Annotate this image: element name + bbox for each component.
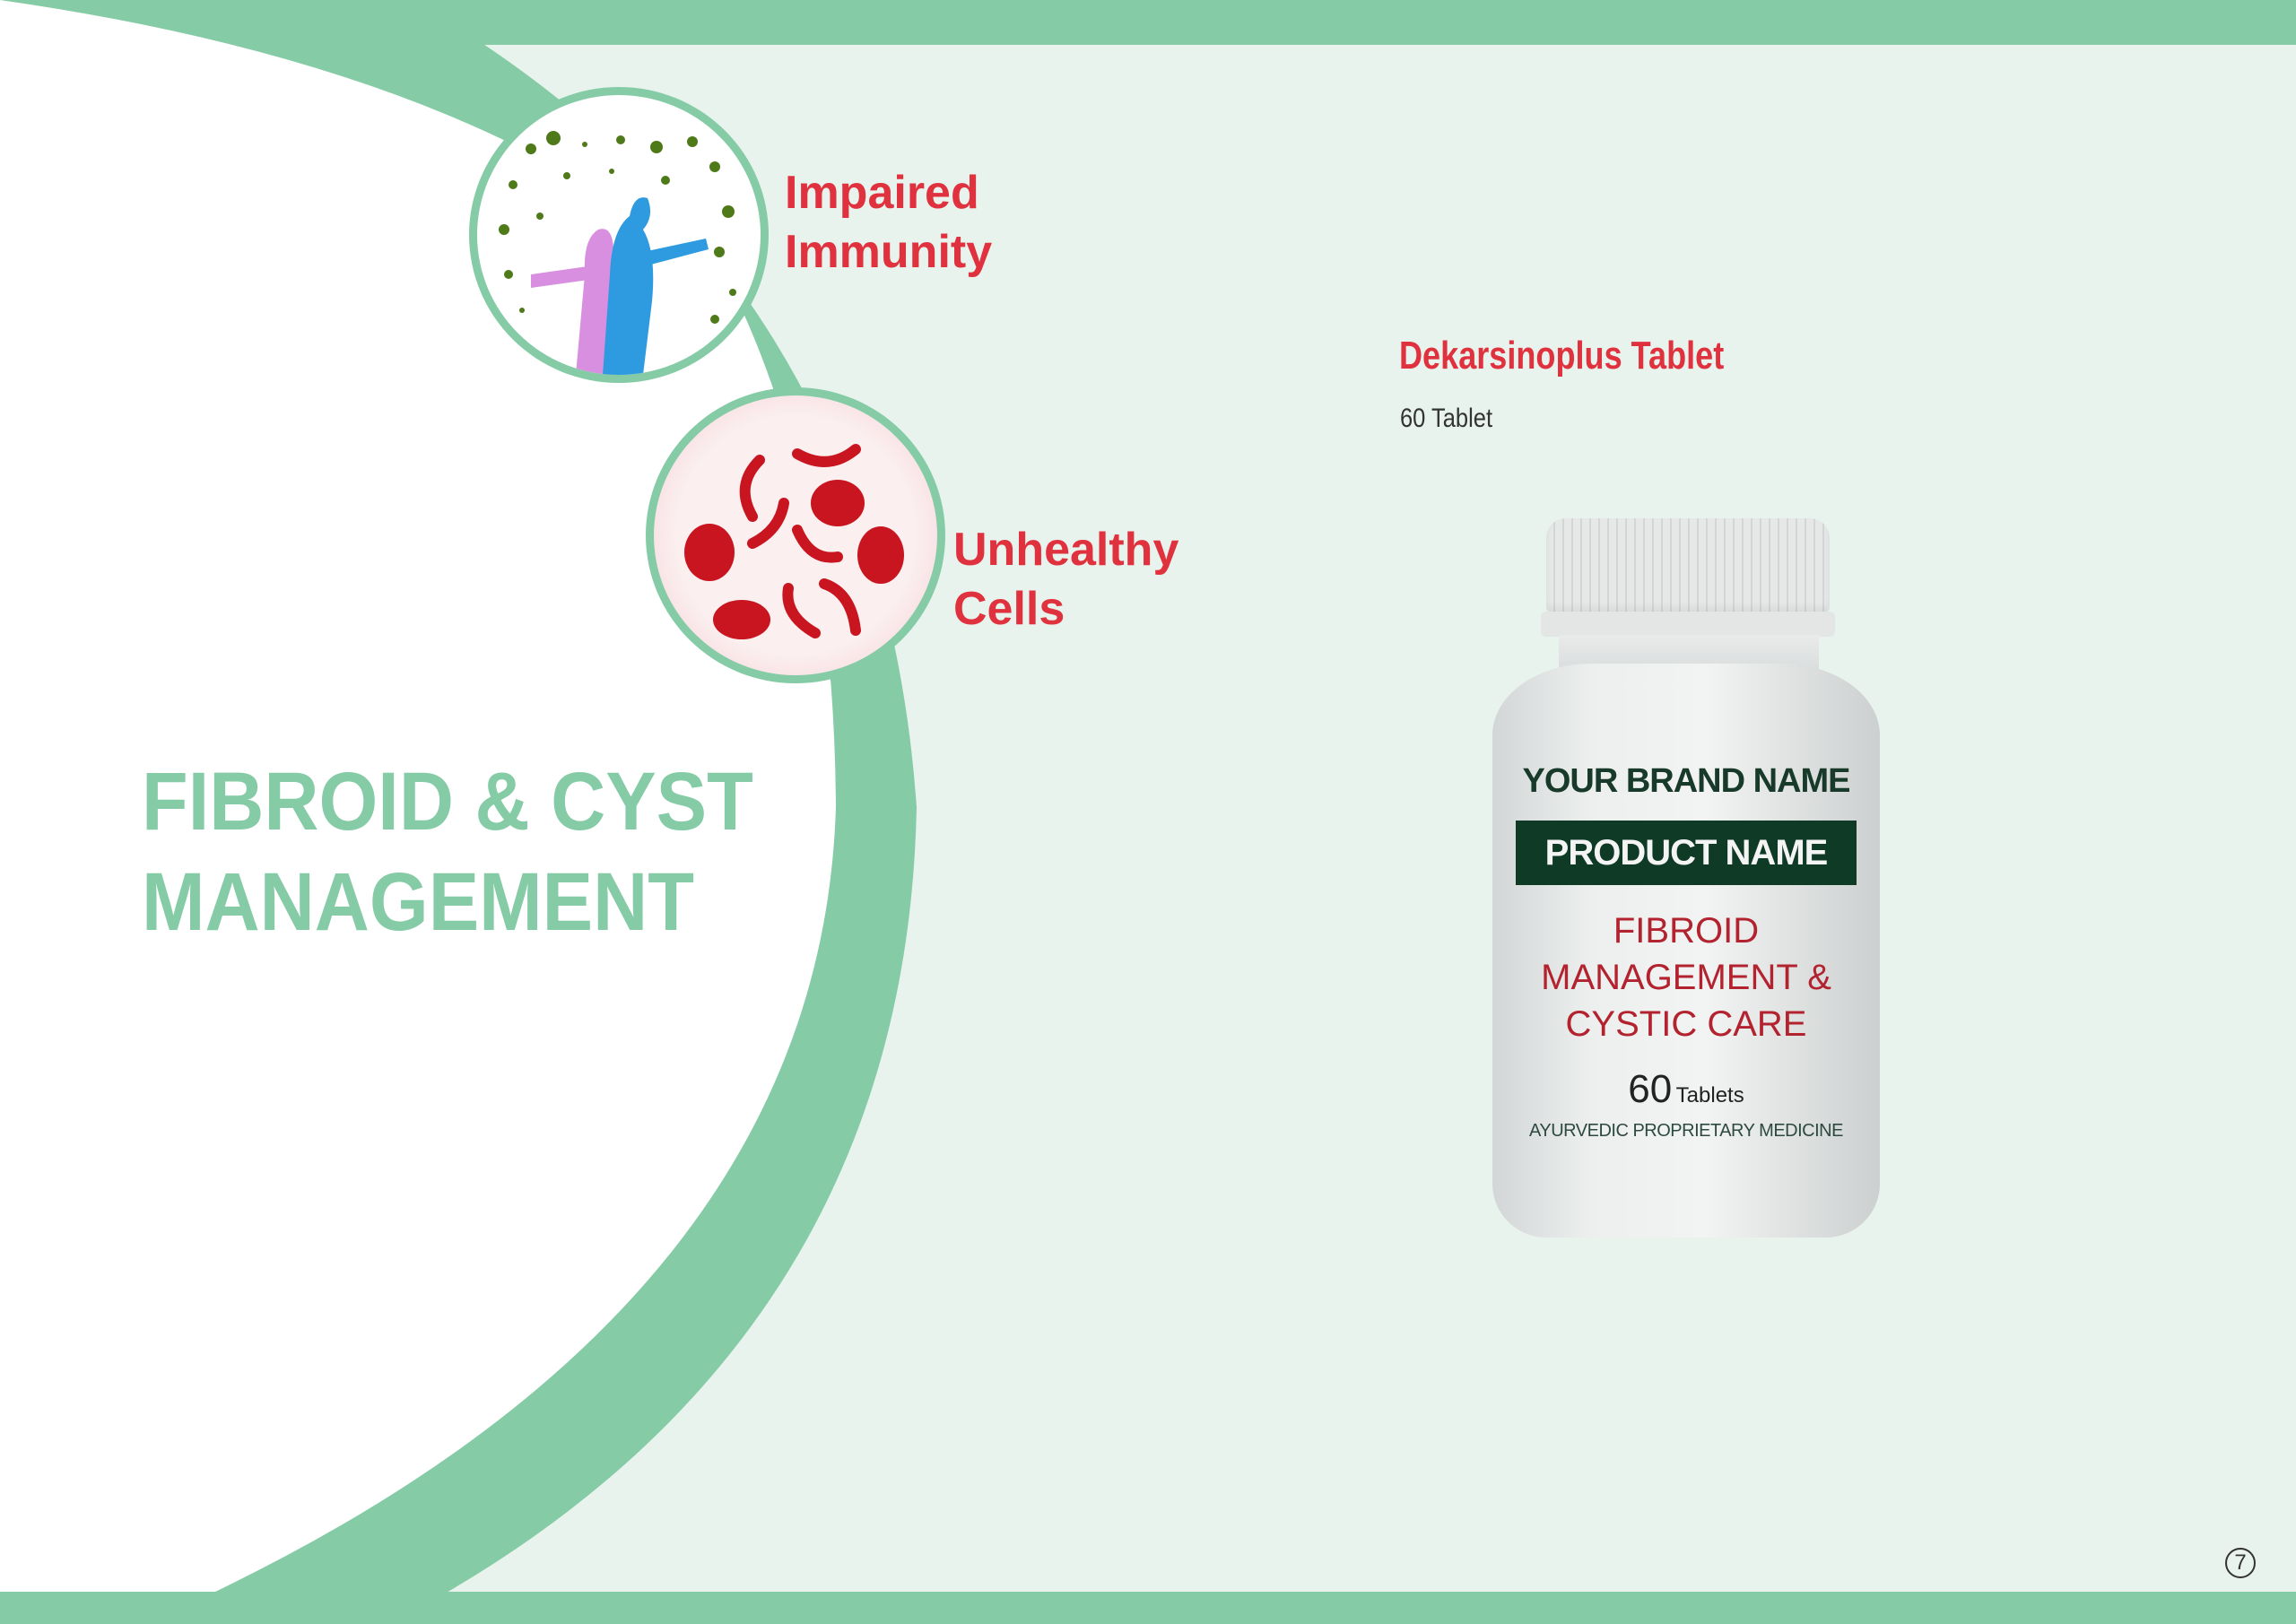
unhealthy-cells-image bbox=[646, 387, 945, 683]
bottle-body bbox=[1492, 664, 1880, 1238]
bottle-cap-ring bbox=[1541, 612, 1835, 637]
blood-cells-icon bbox=[684, 444, 904, 639]
bottle-product-name: PRODUCT NAME bbox=[1516, 821, 1857, 885]
immunity-figures-icon bbox=[499, 131, 736, 375]
bottle-tablet-count: 60 Tablets bbox=[1628, 1067, 1744, 1111]
bottle-brand-name: YOUR BRAND NAME bbox=[1522, 762, 1851, 800]
product-quantity: 60 Tablet bbox=[1400, 404, 1493, 433]
feature-label-unhealthy-cells: Unhealthy Cells bbox=[953, 524, 1179, 635]
page-number: 7 bbox=[2225, 1548, 2256, 1578]
bottle-cap bbox=[1546, 518, 1830, 612]
impaired-immunity-image bbox=[469, 87, 769, 383]
bottom-accent-band bbox=[0, 1592, 2296, 1624]
page-title: FIBROID & CYST MANAGEMENT bbox=[142, 756, 753, 948]
bottle-description: FIBROID MANAGEMENT & CYSTIC CARE bbox=[1541, 911, 1831, 1044]
product-name: Dekarsinoplus Tablet bbox=[1399, 334, 1725, 378]
feature-label-impaired-immunity: Impaired Immunity bbox=[785, 167, 993, 278]
product-bottle-image: YOUR BRAND NAME PRODUCT NAME FIBROID MAN… bbox=[1489, 511, 1883, 1242]
bottle-footer-text: AYURVEDIC PROPRIETARY MEDICINE bbox=[1529, 1121, 1843, 1141]
